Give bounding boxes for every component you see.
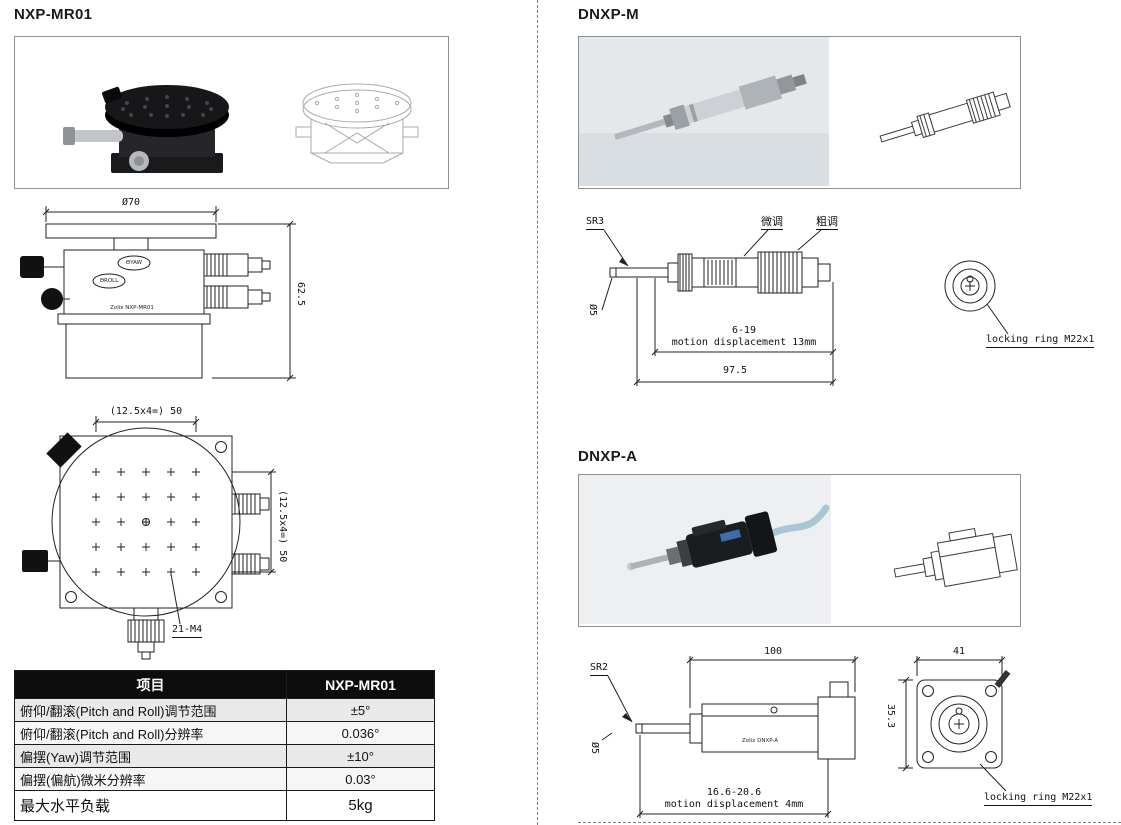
- spec-header-item: 项目: [14, 670, 287, 699]
- dim-height-62-5: 62.5: [295, 282, 306, 307]
- dim-mounting-holes: 21-M4: [172, 624, 203, 638]
- body-label-brand: Zolix NXP-MR01: [110, 305, 154, 311]
- spec-value: ±10°: [286, 744, 435, 768]
- spec-value: 0.03°: [286, 767, 435, 791]
- dnxp-m-drawing: SR3 微调 粗调 Ø5 6-19 motion displacement 13…: [578, 212, 1121, 404]
- dim-motion-note: motion displacement 4mm: [664, 799, 804, 810]
- dnxp-m-photo-box: [578, 36, 1021, 189]
- body-label-brand: Zolix DNXP-A: [741, 738, 779, 744]
- spec-label: 偏摆(偏航)微米分辨率: [14, 767, 287, 791]
- dim-hole-grid-vertical: (12.5x4=) 50: [277, 490, 288, 563]
- spec-table-header-row: 项目 NXP-MR01: [14, 670, 435, 699]
- dim-body-length: 100: [763, 646, 783, 657]
- spec-label: 俯仰/翻滚(Pitch and Roll)调节范围: [14, 698, 287, 722]
- product-title-nxp-mr01: NXP-MR01: [14, 6, 93, 23]
- spec-table: 项目 NXP-MR01 俯仰/翻滚(Pitch and Roll)调节范围 ±5…: [14, 670, 435, 821]
- dnxp-m-linework: [578, 212, 1121, 404]
- table-row: 俯仰/翻滚(Pitch and Roll)调节范围 ±5°: [14, 698, 435, 722]
- spec-label: 偏摆(Yaw)调节范围: [14, 744, 287, 768]
- nxp-mr01-top-view-drawing: (12.5x4=) 50 (12.5x4=) 50 21-M4: [14, 402, 324, 666]
- label-locking-ring: locking ring M22x1: [984, 792, 1093, 806]
- dnxp-a-drawing: SR2 100 Ø5 Zolix DNXP-A 16.6-20.6 motion…: [578, 642, 1121, 825]
- dim-flange-height: 35.3: [885, 704, 896, 729]
- nxp-mr01-top-view-linework: [22, 402, 324, 666]
- dnxp-a-linework: [578, 642, 1011, 825]
- body-label-yaw: ΘYAW: [125, 260, 143, 266]
- dim-motion-note: motion displacement 13mm: [671, 337, 817, 348]
- dim-sphere-radius-sr2: SR2: [590, 662, 609, 676]
- spec-label: 最大水平负载: [14, 790, 287, 821]
- dim-sphere-radius-sr3: SR3: [586, 216, 605, 230]
- table-row: 最大水平负载 5kg: [14, 790, 435, 821]
- nxp-mr01-product-photo: [63, 37, 446, 173]
- spec-value: 5kg: [286, 790, 435, 821]
- dim-travel-range: 6-19: [731, 325, 757, 336]
- dim-overall-length: 97.5: [722, 365, 748, 376]
- spec-label: 俯仰/翻滚(Pitch and Roll)分辨率: [14, 721, 287, 745]
- label-coarse-adjust: 粗调: [816, 215, 838, 230]
- label-fine-adjust: 微调: [761, 215, 783, 230]
- label-locking-ring: locking ring M22x1: [986, 334, 1095, 348]
- nxp-mr01-side-view-drawing: Ø70 ΘYAW ΘROLL Zolix NXP-MR01 62.5: [14, 196, 314, 402]
- column-divider: [537, 0, 538, 825]
- dnxp-m-product-photo: [579, 37, 1018, 186]
- body-label-roll: ΘROLL: [99, 278, 119, 284]
- spec-header-model: NXP-MR01: [286, 670, 435, 699]
- product-title-dnxp-m: DNXP-M: [578, 6, 639, 23]
- table-row: 俯仰/翻滚(Pitch and Roll)分辨率 0.036°: [14, 721, 435, 745]
- dnxp-a-product-photo: [579, 475, 1018, 624]
- product-title-dnxp-a: DNXP-A: [578, 448, 638, 465]
- dnxp-a-photo-box: [578, 474, 1021, 627]
- dim-hole-grid-horizontal: (12.5x4=) 50: [109, 406, 183, 417]
- dim-flange-width: 41: [952, 646, 966, 657]
- nxp-mr01-side-view-linework: [20, 196, 314, 402]
- table-row: 偏摆(偏航)微米分辨率 0.03°: [14, 767, 435, 791]
- page-bottom-divider: [578, 822, 1121, 823]
- spec-value: 0.036°: [286, 721, 435, 745]
- dim-travel-range: 16.6-20.6: [706, 787, 762, 798]
- dim-shaft-diameter-5: Ø5: [587, 304, 598, 317]
- nxp-mr01-photo-box: [14, 36, 449, 189]
- dim-shaft-diameter-5: Ø5: [589, 742, 600, 755]
- table-row: 偏摆(Yaw)调节范围 ±10°: [14, 744, 435, 768]
- dim-diameter-70: Ø70: [121, 197, 141, 208]
- spec-value: ±5°: [286, 698, 435, 722]
